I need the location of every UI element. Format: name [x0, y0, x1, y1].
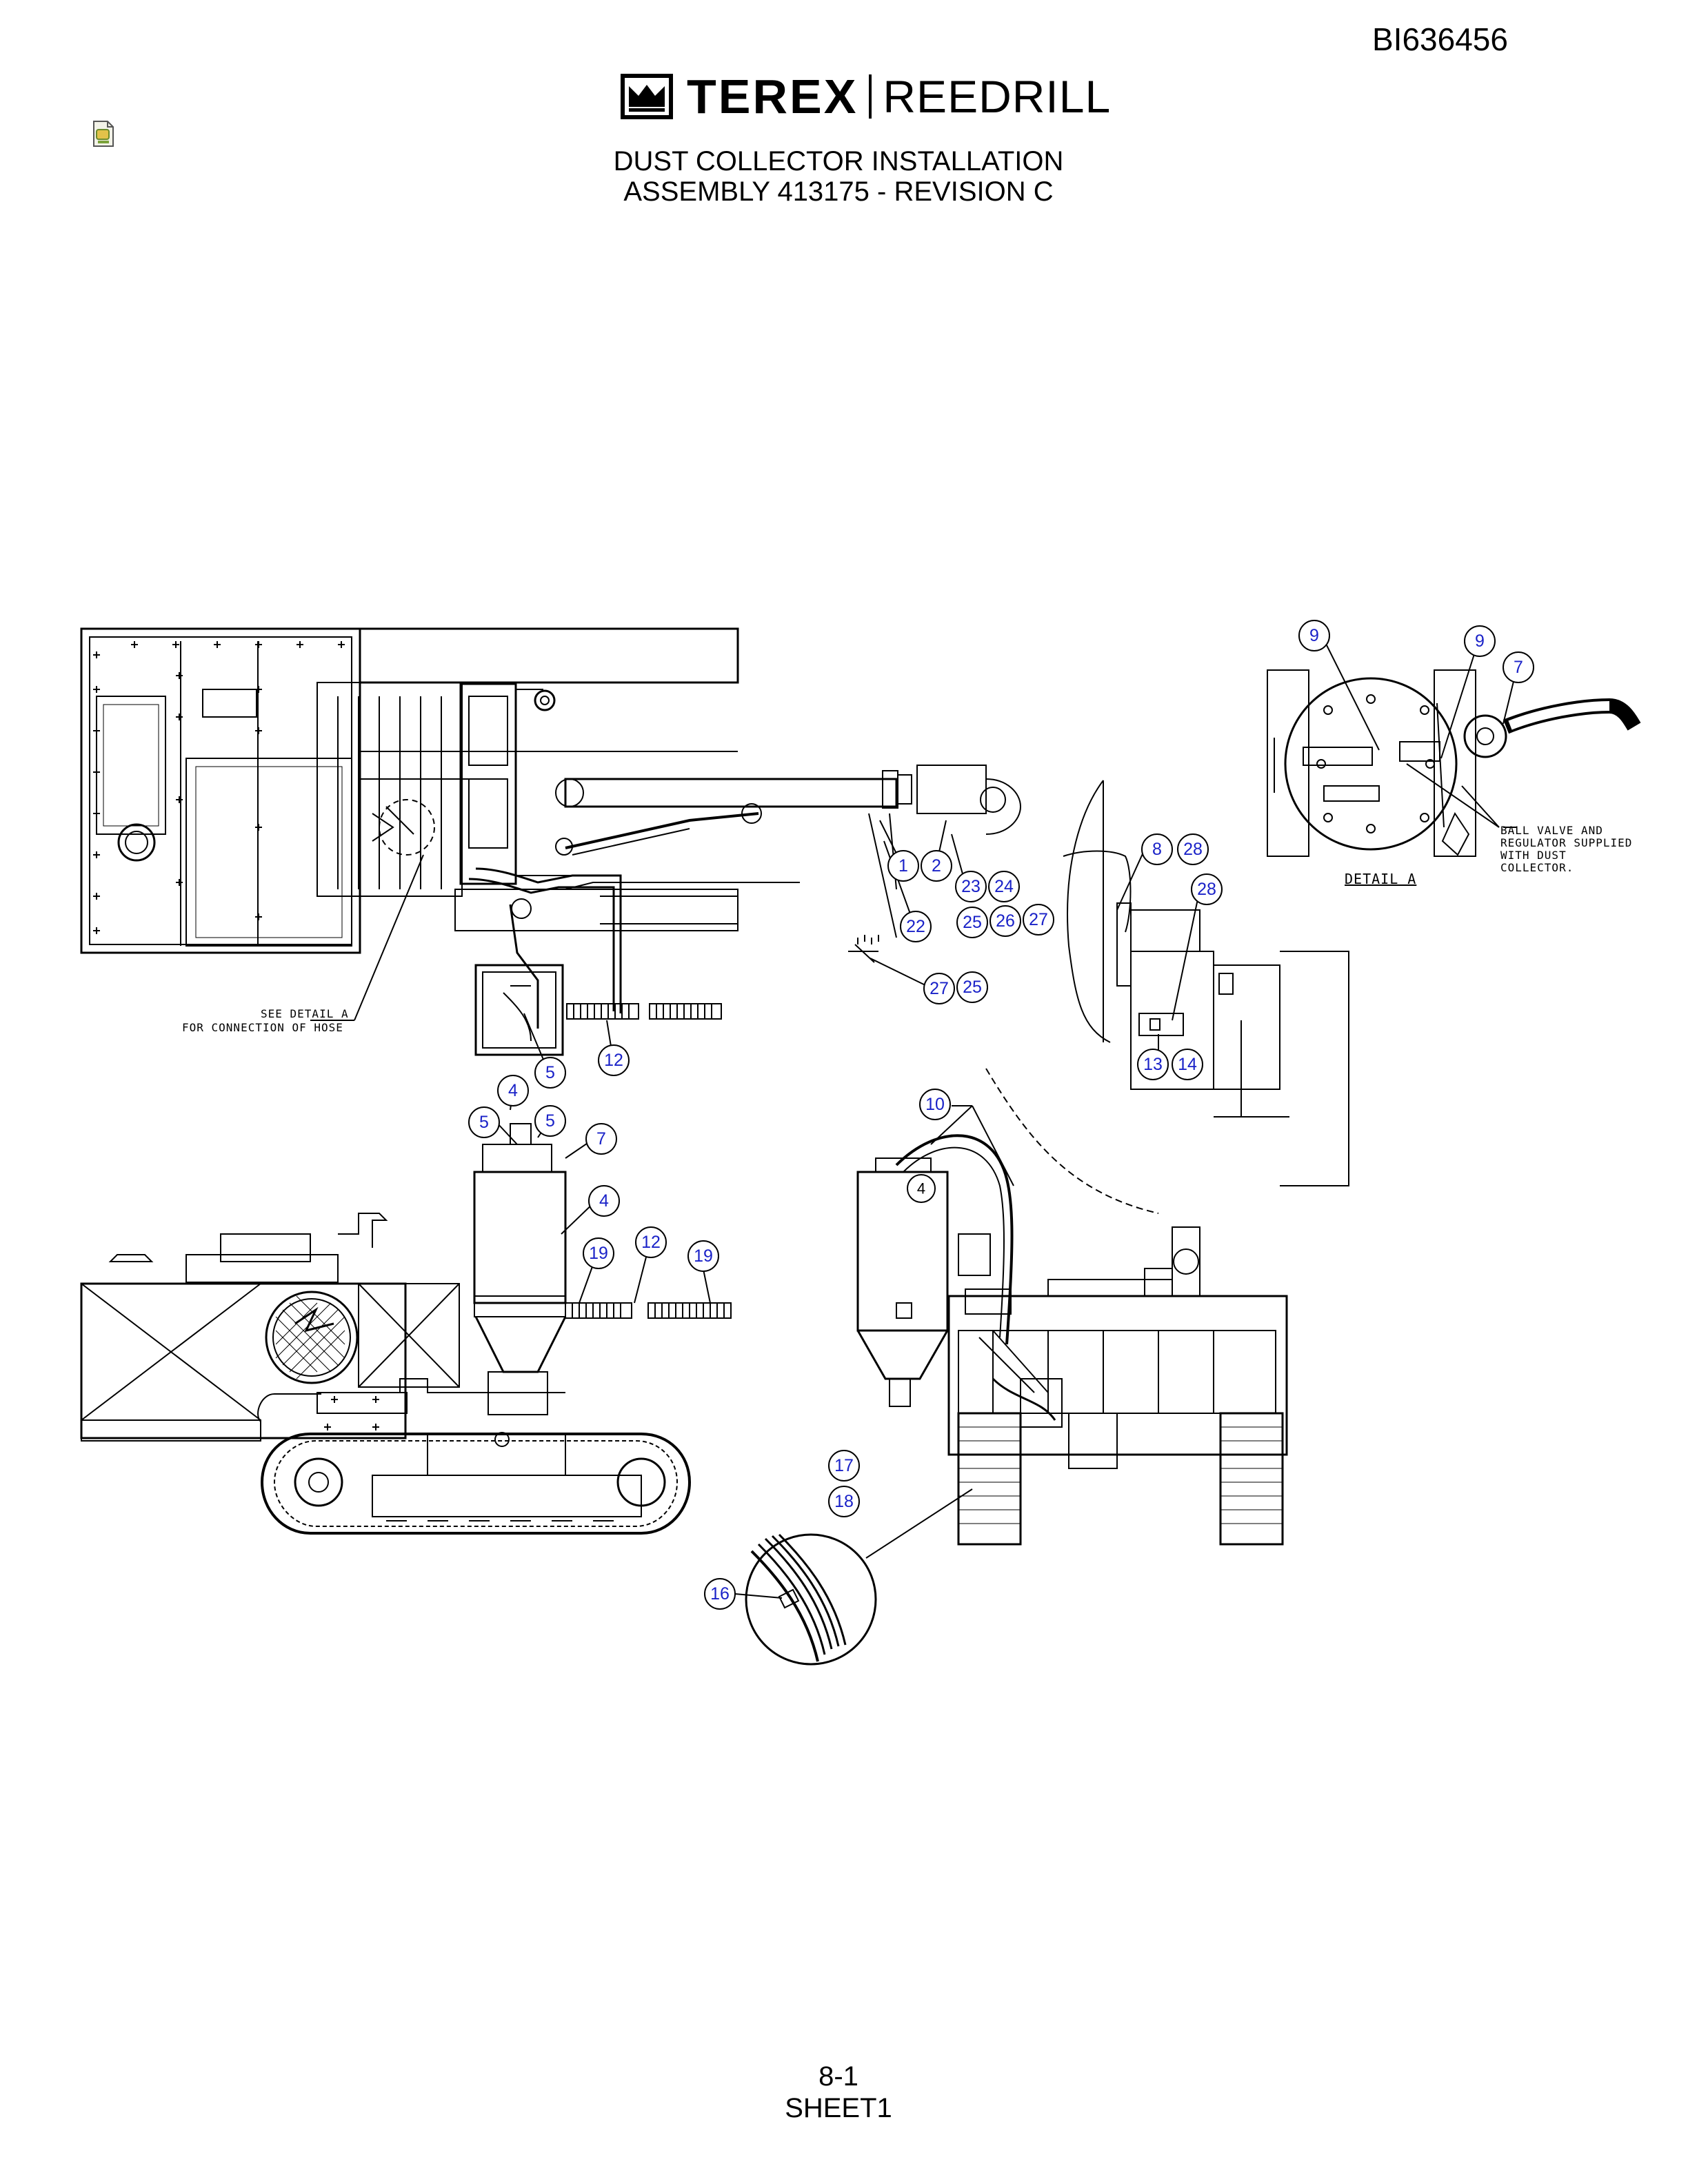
svg-text:19: 19: [694, 1246, 713, 1266]
svg-text:18: 18: [834, 1492, 854, 1511]
svg-text:5: 5: [545, 1063, 555, 1082]
callout-28a: 28: [1177, 833, 1209, 865]
svg-text:9: 9: [1475, 631, 1485, 651]
callout-27b: 27: [923, 973, 955, 1004]
callout-23: 23: [955, 871, 987, 902]
terex-reedrill-logo: TEREX REEDRILL: [621, 70, 1112, 123]
logo-separator: [869, 74, 872, 119]
callout-8: 8: [1141, 833, 1173, 865]
sheet-label: SHEET1: [785, 2093, 892, 2123]
svg-text:25: 25: [963, 913, 982, 932]
callout-25b: 25: [956, 971, 988, 1003]
svg-text:16: 16: [710, 1584, 730, 1604]
callout-12a: 12: [598, 1044, 630, 1076]
svg-text:4: 4: [917, 1180, 925, 1197]
document-number: BI636456: [1372, 21, 1508, 57]
svg-text:27: 27: [1029, 910, 1048, 929]
see-detail-note-line1: SEE DETAIL A: [261, 1007, 349, 1020]
svg-text:4: 4: [508, 1081, 518, 1100]
svg-text:12: 12: [604, 1051, 623, 1070]
callout-7a: 7: [1503, 651, 1534, 683]
front-view: [856, 1134, 1288, 1546]
see-detail-note-line2: FOR CONNECTION OF HOSE: [182, 1021, 343, 1034]
callout-4b: 4: [588, 1185, 620, 1217]
svg-text:26: 26: [996, 911, 1015, 931]
svg-text:5: 5: [545, 1111, 555, 1131]
callout-25a: 25: [956, 907, 988, 938]
callout-17: 17: [828, 1450, 860, 1482]
callout-19a: 19: [583, 1237, 614, 1269]
callout-22: 22: [900, 911, 932, 942]
drawing-title-line1: DUST COLLECTOR INSTALLATION: [613, 146, 1064, 176]
top-plan-view: [80, 627, 1022, 1056]
callout-19b: 19: [687, 1240, 719, 1272]
svg-text:10: 10: [925, 1095, 945, 1114]
ball-valve-note-line4: COLLECTOR.: [1500, 861, 1574, 874]
callout-27a: 27: [1023, 904, 1054, 936]
callout-28b: 28: [1191, 873, 1223, 905]
ball-valve-note-line2: REGULATOR SUPPLIED: [1500, 836, 1632, 849]
ball-valve-note-line3: WITH DUST: [1500, 849, 1567, 862]
callout-2: 2: [921, 850, 952, 882]
svg-text:28: 28: [1197, 880, 1216, 899]
svg-text:7: 7: [596, 1129, 606, 1149]
callout-26: 26: [989, 905, 1021, 937]
magnified-hose-detail: [745, 1488, 973, 1666]
page-number: 8-1: [818, 2061, 858, 2092]
callout-1: 1: [887, 850, 919, 882]
hose-spirals-bottom: [565, 1302, 732, 1319]
svg-text:22: 22: [906, 917, 925, 936]
callout-10: 10: [919, 1089, 951, 1120]
svg-text:19: 19: [589, 1244, 608, 1263]
svg-text:12: 12: [641, 1233, 661, 1252]
ball-valve-note-line1: BALL VALVE AND: [1500, 824, 1603, 837]
callout-18: 18: [828, 1486, 860, 1517]
drawing-title-line2: ASSEMBLY 413175 - REVISION C: [623, 176, 1054, 207]
svg-text:8: 8: [1152, 840, 1162, 859]
callout-9a: 9: [1298, 620, 1330, 651]
callout-14: 14: [1172, 1049, 1203, 1080]
detail-a-label: DETAIL A: [1345, 871, 1416, 887]
callout-12b: 12: [635, 1226, 667, 1258]
svg-text:27: 27: [930, 979, 949, 998]
svg-text:5: 5: [479, 1113, 489, 1132]
svg-text:1: 1: [898, 856, 908, 876]
right-side-view: [985, 780, 1349, 1214]
svg-text:25: 25: [963, 978, 982, 997]
svg-text:2: 2: [932, 856, 941, 876]
svg-text:28: 28: [1183, 840, 1203, 859]
document-icon[interactable]: [91, 120, 116, 148]
svg-text:4: 4: [599, 1191, 609, 1211]
logo-sub-text: REEDRILL: [883, 71, 1112, 122]
callout-5a: 5: [534, 1057, 566, 1089]
svg-text:14: 14: [1178, 1055, 1197, 1074]
svg-text:17: 17: [834, 1456, 854, 1475]
svg-text:23: 23: [961, 877, 981, 896]
callout-5b: 5: [468, 1106, 500, 1138]
terex-logo-icon: [621, 74, 673, 119]
svg-text:24: 24: [994, 877, 1014, 896]
logo-brand-text: TEREX: [687, 70, 858, 123]
callout-9b: 9: [1464, 625, 1496, 657]
callout-16: 16: [704, 1578, 736, 1610]
callout-5c: 5: [534, 1105, 566, 1137]
bottom-side-view: [80, 1123, 692, 1535]
svg-text:9: 9: [1309, 626, 1319, 645]
callout-13: 13: [1137, 1049, 1169, 1080]
callout-4c: 4: [907, 1174, 936, 1203]
svg-text:7: 7: [1514, 658, 1523, 677]
hose-spirals-top: [566, 1003, 722, 1020]
callout-4a: 4: [497, 1075, 529, 1106]
callout-7b: 7: [585, 1123, 617, 1155]
svg-text:13: 13: [1143, 1055, 1163, 1074]
detail-a-view: [1267, 669, 1641, 857]
callout-24: 24: [988, 871, 1020, 902]
